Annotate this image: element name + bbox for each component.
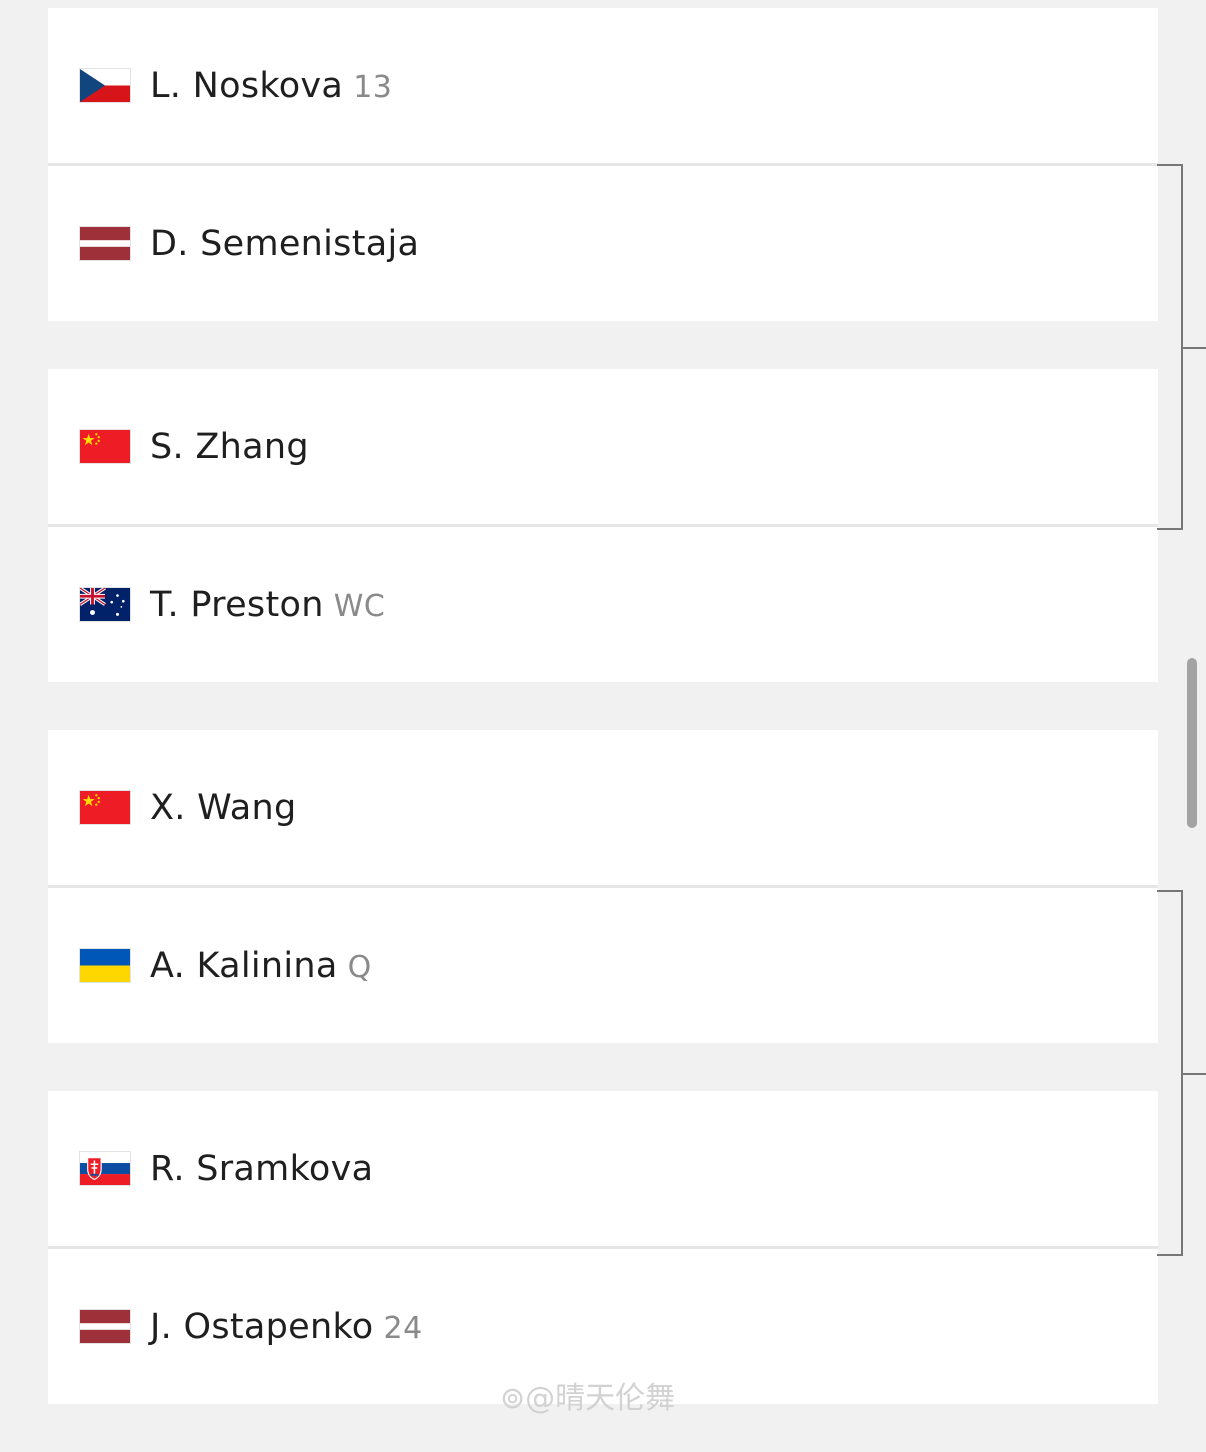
australia-flag-icon [79, 587, 131, 622]
player-seed: WC [333, 588, 386, 624]
czech-flag-icon [79, 68, 131, 103]
player-name: A. Kalinina [150, 945, 338, 986]
bracket-connector [1157, 164, 1183, 530]
scrollbar-thumb[interactable] [1187, 658, 1197, 828]
player-name: L. Noskova [150, 65, 344, 106]
player-seed: 24 [383, 1310, 423, 1346]
player-name: R. Sramkova [150, 1148, 374, 1189]
china-flag-icon [79, 790, 131, 825]
bracket-connector [1157, 890, 1183, 1256]
player-name: X. Wang [150, 787, 297, 828]
player-row[interactable]: S. Zhang [48, 369, 1158, 524]
latvia-flag-icon [79, 226, 131, 261]
player-seed: Q [347, 949, 372, 985]
china-flag-icon [79, 429, 131, 464]
player-name: S. Zhang [150, 426, 309, 467]
player-name: D. Semenistaja [150, 223, 420, 264]
watermark: ⊚@晴天伦舞 [500, 1381, 676, 1416]
player-name: J. Ostapenko [150, 1306, 374, 1347]
ukraine-flag-icon [79, 948, 131, 983]
bracket-connector-out [1181, 1073, 1206, 1075]
bracket-connector-out [1181, 347, 1206, 349]
player-row[interactable]: D. Semenistaja [48, 163, 1158, 321]
player-row[interactable]: X. Wang [48, 730, 1158, 885]
match-card: S. Zhang T. Pre [48, 369, 1158, 682]
player-seed: 13 [353, 69, 393, 105]
latvia-flag-icon [79, 1309, 131, 1344]
player-row[interactable]: R. Sramkova [48, 1091, 1158, 1246]
player-name: T. Preston [150, 584, 324, 625]
slovakia-flag-icon [79, 1151, 131, 1186]
